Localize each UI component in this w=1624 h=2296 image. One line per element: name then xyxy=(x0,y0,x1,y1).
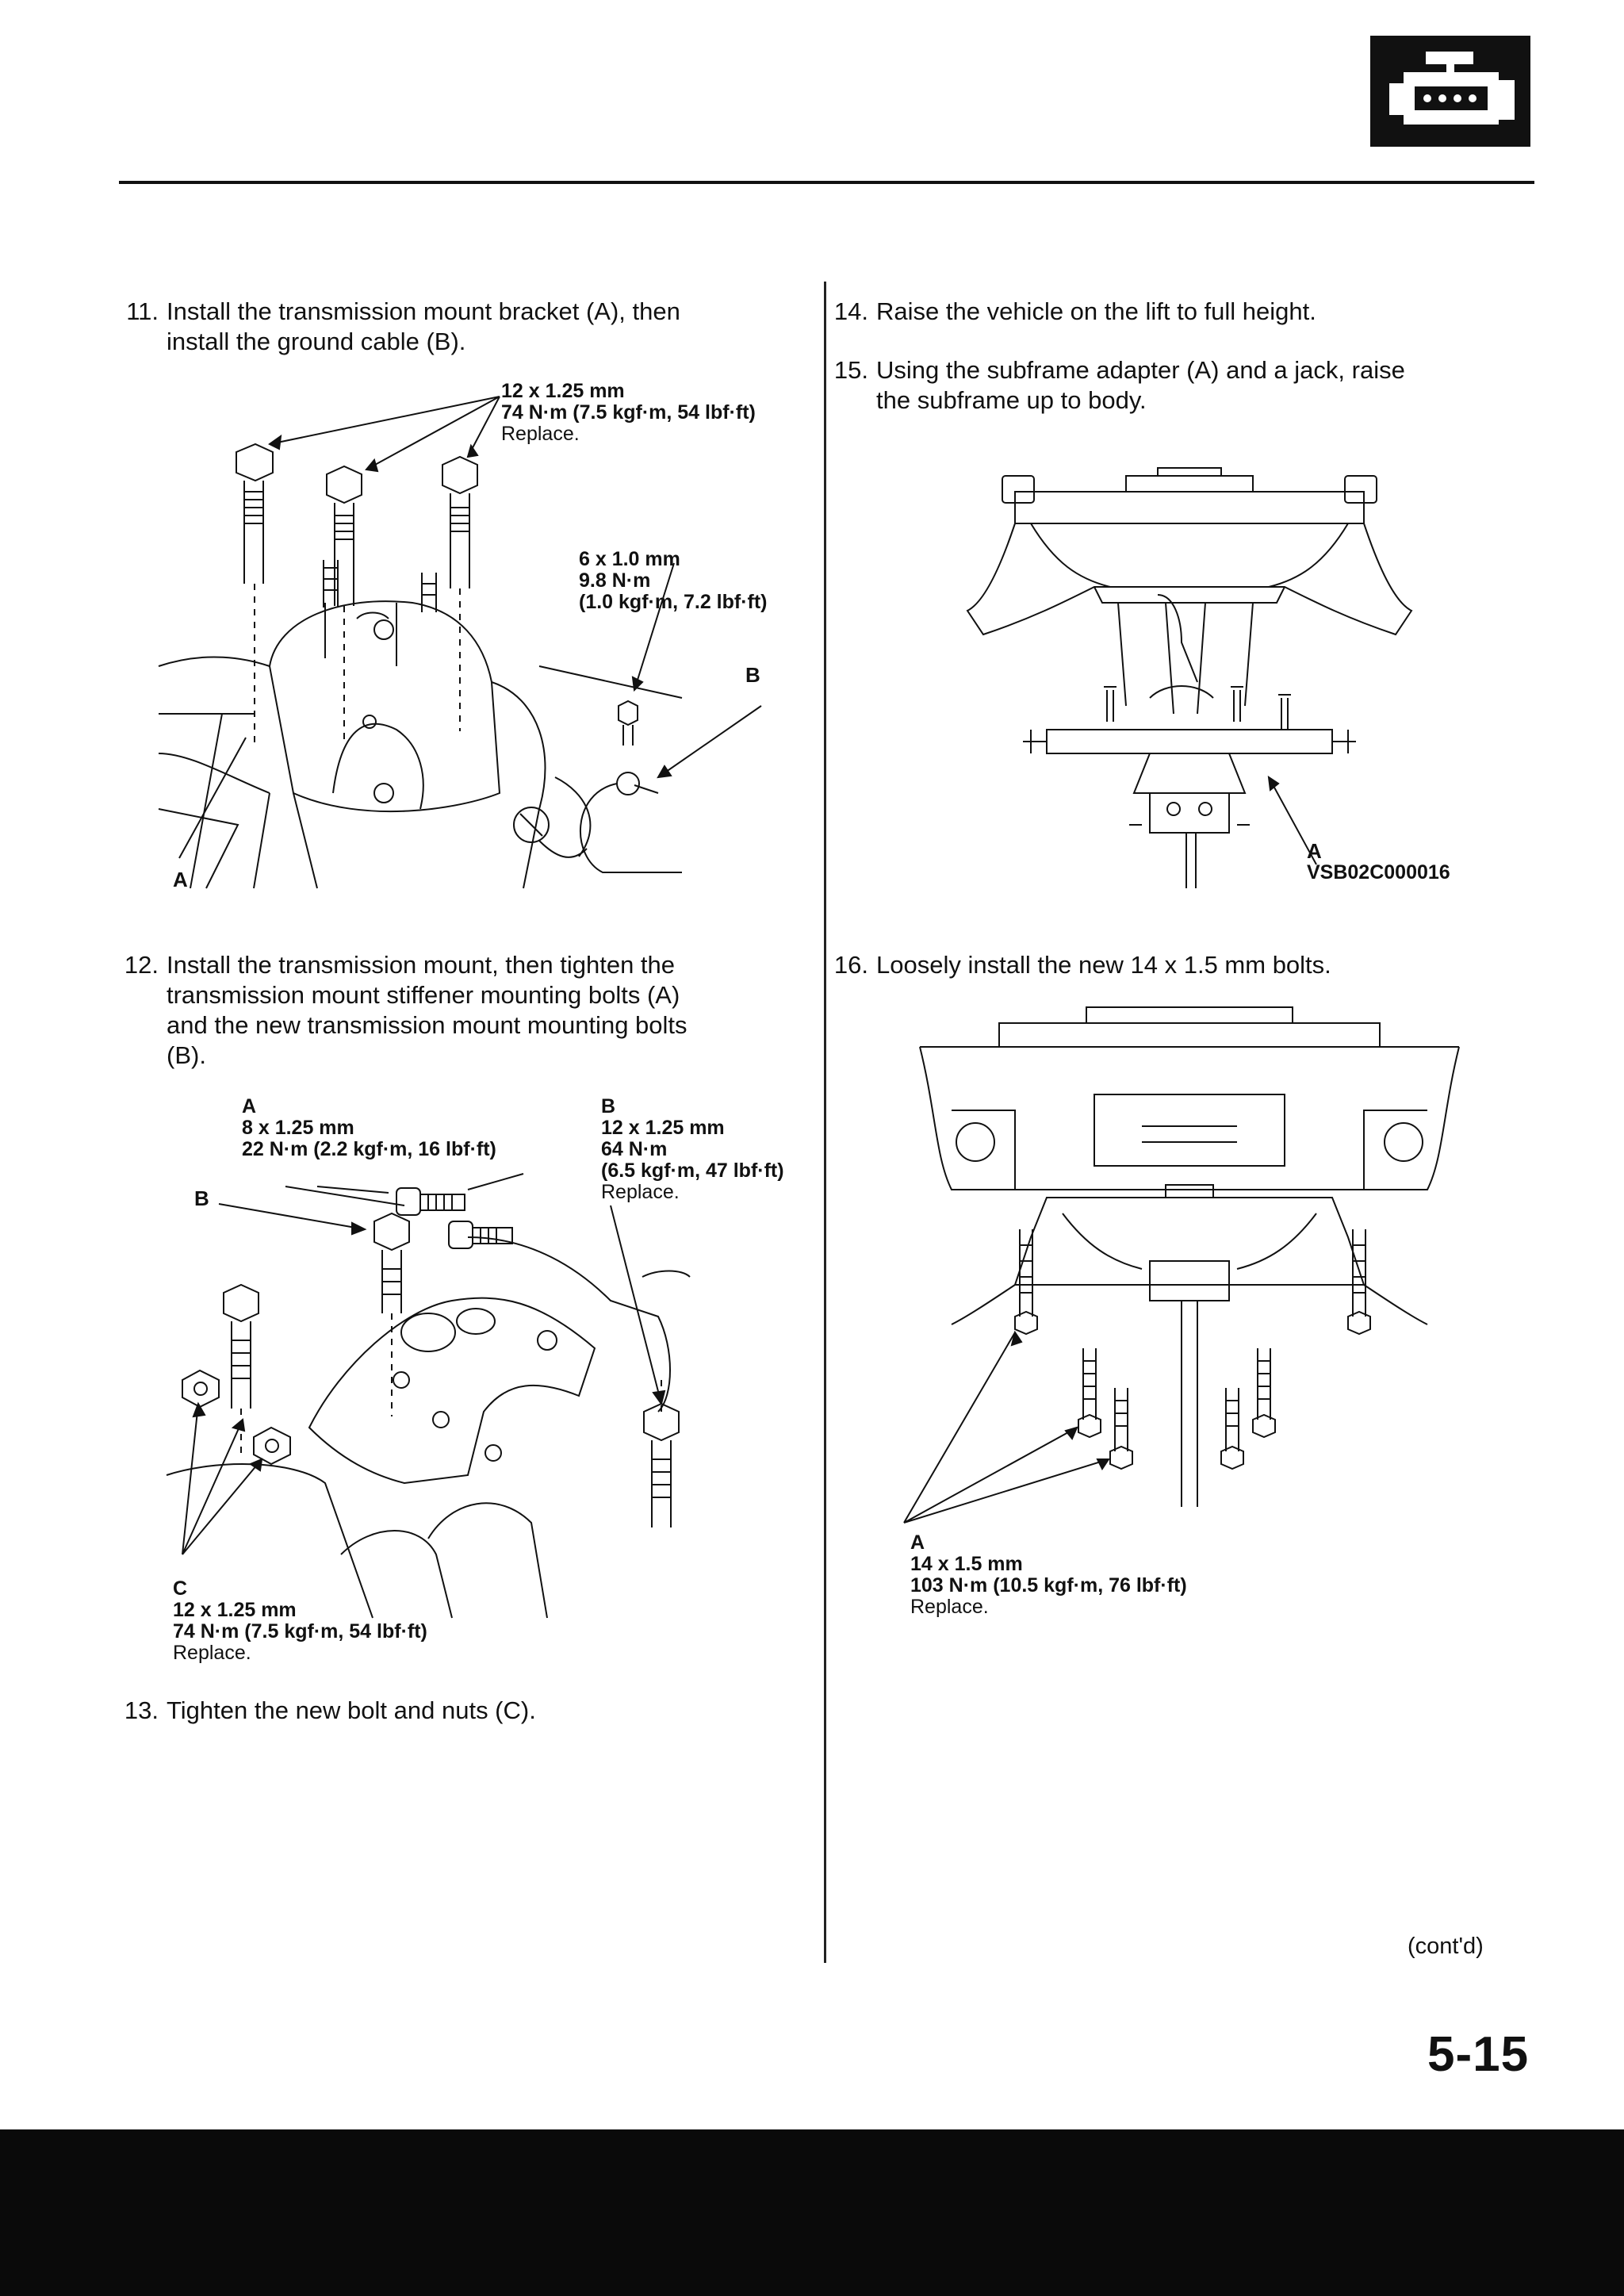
nut-icon xyxy=(182,1370,219,1407)
fig1-callout-a: A xyxy=(173,868,188,891)
bolt-icon xyxy=(1110,1388,1132,1469)
bolt-icon xyxy=(1253,1348,1275,1437)
bolt-icon xyxy=(1078,1348,1101,1437)
step-text: Tighten the new bolt and nuts (C). xyxy=(167,1696,536,1724)
fig1-mount-bracket-illustration xyxy=(159,381,825,896)
nut-icon xyxy=(254,1428,290,1464)
fig2-spec-a: A 8 x 1.25 mm 22 N·m (2.2 kgf·m, 16 lbf·… xyxy=(242,1095,496,1160)
step-14: 14. Raise the vehicle on the lift to ful… xyxy=(829,297,1542,328)
bolt-icon xyxy=(224,1285,259,1409)
fig2-callout-b: B xyxy=(194,1186,209,1210)
step-text: Install the transmission mount, then tig… xyxy=(167,951,688,1069)
fig2-spec-c: C 12 x 1.25 mm 74 N·m (7.5 kgf·m, 54 lbf… xyxy=(173,1577,427,1664)
bolt-icon xyxy=(374,1213,409,1313)
continued-note: (cont'd) xyxy=(1408,1934,1484,1959)
step-number: 14. xyxy=(833,297,868,325)
fig3-figure-code: VSB02C000016 xyxy=(1307,861,1450,884)
fig1-spec-cable: 6 x 1.0 mm 9.8 N·m (1.0 kgf·m, 7.2 lbf·f… xyxy=(579,548,768,613)
step-text: Raise the vehicle on the lift to full he… xyxy=(876,297,1316,325)
step-text: Using the subframe adapter (A) and a jac… xyxy=(876,356,1405,414)
fig2-spec-b: B 12 x 1.25 mm 64 N·m (6.5 kgf·m, 47 lbf… xyxy=(601,1095,784,1203)
fig4-spec-a: A 14 x 1.5 mm 103 N·m (10.5 kgf·m, 76 lb… xyxy=(910,1531,1187,1618)
fig1-spec-top: 12 x 1.25 mm 74 N·m (7.5 kgf·m, 54 lbf·f… xyxy=(501,380,756,445)
step-16: 16. Loosely install the new 14 x 1.5 mm … xyxy=(829,950,1542,982)
step-12: 12. Install the transmission mount, then… xyxy=(119,950,817,1077)
fig1-callout-b: B xyxy=(745,663,760,687)
bolt-icon xyxy=(1104,687,1116,722)
bolt-icon xyxy=(449,1221,512,1248)
header-rule xyxy=(119,181,1534,184)
bolt-icon xyxy=(442,457,477,588)
bolt-icon xyxy=(644,1404,679,1527)
bolt-icon xyxy=(1231,687,1243,722)
fig3-callout-a: A xyxy=(1307,839,1322,863)
step-text: Install the transmission mount bracket (… xyxy=(167,297,680,355)
ground-bolt-icon xyxy=(619,701,638,746)
step-text: Loosely install the new 14 x 1.5 mm bolt… xyxy=(876,951,1331,979)
page-number: 5-15 xyxy=(1427,2027,1530,2082)
fig4-subframe-bolts-illustration xyxy=(904,999,1475,1523)
bolt-icon xyxy=(1348,1229,1370,1334)
bolt-icon xyxy=(327,466,362,606)
fig3-subframe-adapter-illustration xyxy=(967,444,1411,888)
engine-section-icon xyxy=(1370,36,1530,147)
step-number: 13. xyxy=(124,1696,159,1724)
bolt-icon xyxy=(396,1188,465,1215)
column-divider xyxy=(824,282,826,1963)
step-number: 11. xyxy=(126,297,159,325)
fig2-transmission-mount-illustration xyxy=(167,1142,817,1634)
bolt-icon xyxy=(1221,1388,1243,1469)
bolt-icon xyxy=(1278,695,1291,730)
step-15: 15. Using the subframe adapter (A) and a… xyxy=(829,355,1542,419)
bolt-icon xyxy=(1015,1229,1037,1334)
step-number: 16. xyxy=(833,951,868,979)
step-number: 12. xyxy=(124,951,159,979)
bottom-scan-border xyxy=(0,2129,1624,2296)
step-number: 15. xyxy=(833,356,868,384)
bolt-icon xyxy=(236,444,273,584)
step-13: 13. Tighten the new bolt and nuts (C). xyxy=(119,1696,817,1727)
step-11: 11. Install the transmission mount brack… xyxy=(119,297,817,360)
